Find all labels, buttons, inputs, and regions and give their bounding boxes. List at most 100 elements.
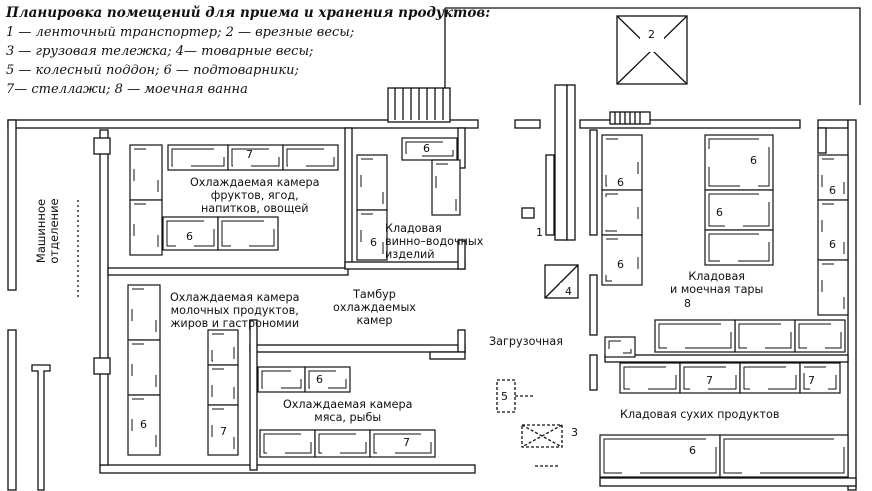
pallet-stand-mark	[603, 438, 717, 474]
pallet-stand-mark	[821, 263, 845, 312]
pallet-stand	[704, 189, 774, 231]
pallet-stand-mark	[821, 203, 845, 257]
pallet-stand-mark	[263, 433, 312, 454]
pallet-stand	[431, 159, 461, 216]
room-wine-label: Кладовая винно–водочных изделий	[385, 222, 484, 261]
pallet-stand	[719, 434, 849, 478]
shelving-mark	[743, 366, 797, 390]
pallet-stand-mark	[133, 203, 159, 252]
pallet-stand	[601, 189, 643, 236]
belt-conveyor	[521, 84, 576, 241]
shelving	[207, 404, 239, 456]
outer-wall-top-right	[514, 119, 541, 129]
legend-line: 5 — колесный поддон; 6 — подтоварники;	[6, 63, 299, 78]
room-dry-label: Кладовая сухих продуктов	[620, 408, 780, 421]
pallet-stand-mark	[605, 138, 639, 187]
room-meat-label: Охлаждаемая камера мяса, рыбы	[283, 398, 413, 424]
pallet-stand-mark	[708, 138, 770, 187]
pallet-stand	[129, 144, 163, 201]
shelving-mark	[211, 333, 235, 362]
legend-line: 1 — ленточный транспортер; 2 — врезные в…	[6, 25, 355, 40]
marker-goods-scales: 4	[565, 285, 572, 298]
outer-wall-left	[7, 119, 17, 291]
shelving	[799, 362, 841, 394]
shelving-mark	[211, 368, 235, 402]
cargo-cart	[521, 424, 563, 467]
marker-shelving: 7	[706, 374, 713, 387]
pallet-stand	[704, 134, 774, 191]
pallet-stand-mark	[708, 233, 770, 262]
pallet-stand-mark	[131, 343, 157, 392]
pallet-stand	[817, 259, 849, 316]
washing-sink	[604, 336, 636, 358]
shelving-mark	[211, 408, 235, 452]
marker-conveyor: 1	[536, 226, 543, 239]
room-tambour-label: Тамбур охлаждаемых камер	[333, 288, 416, 327]
marker-shelving: 7	[246, 148, 253, 161]
pallet-stand	[356, 154, 388, 211]
marker-shelving: 7	[403, 436, 410, 449]
room-dairy-label: Охлаждаемая камера молочных продуктов, ж…	[170, 291, 300, 330]
pallet-stand-mark	[131, 288, 157, 337]
pallet-stand	[127, 394, 161, 456]
marker-shelving: 7	[808, 374, 815, 387]
pallet-stand-mark	[308, 370, 347, 389]
pallet-stand	[129, 199, 163, 256]
washing-sink-mark	[658, 323, 732, 349]
washing-sink-mark	[608, 340, 632, 354]
pallet-stand	[127, 284, 161, 341]
legend-line: 7— стеллажи; 8 — моечная ванна	[6, 82, 248, 97]
pallet-stand	[817, 199, 849, 261]
marker-pallet-stand: 6	[423, 142, 430, 155]
pallet-stand-mark	[435, 163, 457, 212]
marker-pallet-stand: 6	[617, 176, 624, 189]
pallet-stand-mark	[286, 148, 335, 167]
wheeled-pallet	[496, 379, 535, 413]
marker-shelving: 7	[220, 425, 227, 438]
marker-pallet-stand: 6	[186, 230, 193, 243]
room-fruits-label: Охлаждаемая камера фруктов, ягод, напитк…	[190, 176, 320, 215]
shelving	[207, 364, 239, 406]
pallet-stand	[599, 434, 721, 478]
legend: Планировка помещений для приема и хранен…	[6, 4, 490, 99]
pallet-stand-mark	[318, 433, 367, 454]
pallet-stand-mark	[133, 148, 159, 197]
marker-pallet-stand: 6	[370, 236, 377, 249]
pallet-stand-mark	[360, 213, 384, 257]
loading-platform-outline	[445, 7, 861, 105]
legend-title: Планировка помещений для приема и хранен…	[6, 5, 491, 21]
pallet-stand	[704, 229, 774, 266]
shelving-mark	[803, 366, 837, 390]
shelving-mark	[231, 148, 280, 167]
marker-sink: 8	[684, 297, 691, 310]
built-in-scales	[616, 15, 688, 85]
shelving-mark	[683, 366, 737, 390]
pallet-stand	[794, 319, 846, 353]
marker-pallet-stand: 6	[689, 444, 696, 457]
legend-line: 3 — грузовая тележка; 4— товарные весы;	[6, 44, 314, 59]
pallet-stand	[601, 234, 643, 286]
marker-scales: 2	[648, 28, 655, 41]
pallet-stand	[217, 216, 279, 251]
shelving	[619, 362, 681, 394]
marker-pallet-stand: 6	[716, 206, 723, 219]
pallet-stand-mark	[798, 323, 842, 349]
goods-scales	[544, 264, 579, 299]
pallet-stand-mark	[171, 148, 225, 167]
room-tara-label: Кладовая и моечная тары	[670, 270, 764, 296]
pallet-stand	[162, 216, 219, 251]
marker-cart: 3	[571, 426, 578, 439]
marker-pallet-stand: 6	[750, 154, 757, 167]
marker-pallet-stand: 6	[829, 238, 836, 251]
outer-wall-right	[847, 119, 857, 491]
pallet-stand-mark	[605, 193, 639, 232]
room-machine-label: Машинное отделение	[34, 198, 61, 264]
pallet-stand	[356, 209, 388, 261]
pallet-stand-mark	[131, 398, 157, 452]
pallet-stand-mark	[405, 141, 454, 157]
pallet-stand-mark	[221, 220, 275, 247]
marker-pallet: 5	[501, 390, 508, 403]
room-loading-label: Загрузочная	[489, 335, 563, 348]
